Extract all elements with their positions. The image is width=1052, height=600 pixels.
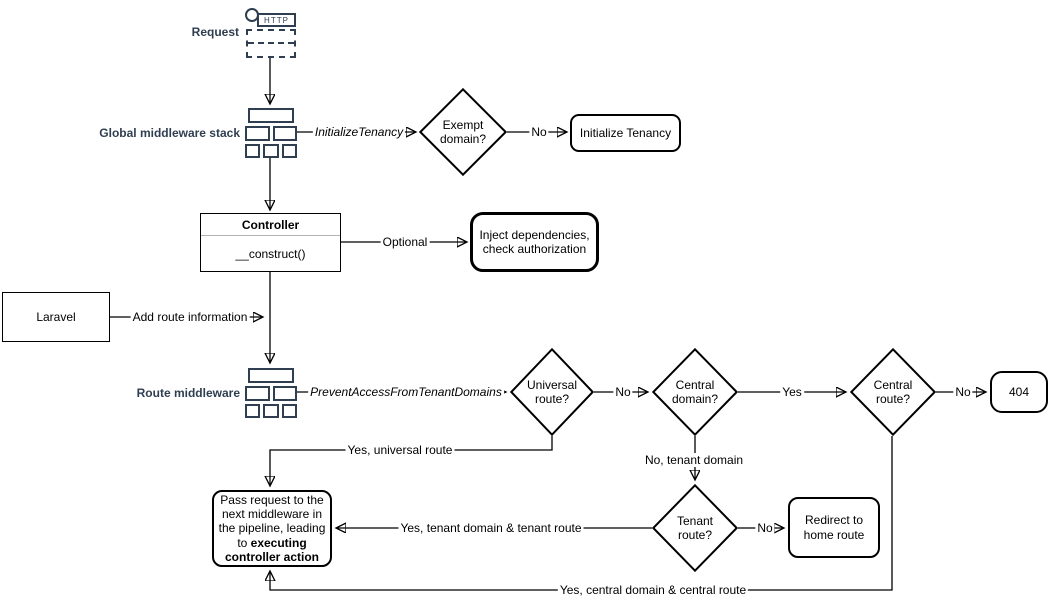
edge-label-add-route-information: Add route information xyxy=(130,310,250,324)
node-404: 404 xyxy=(990,371,1048,413)
controller-method: __construct() xyxy=(235,246,306,261)
edge-label-yes-universal-route: Yes, universal route xyxy=(345,443,455,457)
http-icon-label: HTTP xyxy=(257,13,296,27)
decision-exempt-domain: Exempt domain? xyxy=(419,88,507,176)
edge-label-no-tenant-domain: No, tenant domain xyxy=(642,453,746,467)
stack-cell xyxy=(245,126,270,141)
stack-cell xyxy=(272,386,297,401)
route-middleware-icon xyxy=(245,368,297,418)
edge-label-central-domain-yes: Yes xyxy=(780,385,804,399)
http-icon-body xyxy=(246,29,296,58)
http-icon-divider xyxy=(248,42,294,44)
stack-cell xyxy=(281,144,297,158)
node-controller: Controller __construct() xyxy=(200,213,341,272)
node-inject-dependencies: Inject dependencies, check authorization xyxy=(470,212,599,272)
pass-request-text-normal: Pass request to the next middleware in t… xyxy=(218,493,326,550)
stack-cell xyxy=(281,404,297,418)
edge-label-universal-no: No xyxy=(613,385,633,399)
decision-label: Tenant route? xyxy=(676,513,714,542)
decision-label: Central domain? xyxy=(671,377,719,406)
node-redirect-home-route: Redirect to home route xyxy=(788,497,880,558)
decision-label: Universal route? xyxy=(526,377,577,406)
stack-cell xyxy=(248,108,294,123)
node-pass-request: Pass request to the next middleware in t… xyxy=(212,490,332,567)
stack-cell xyxy=(263,404,279,418)
decision-central-route: Central route? xyxy=(850,348,936,436)
edge-label-prevent-access: PreventAccessFromTenantDomains xyxy=(308,385,504,399)
route-middleware-label: Route middleware xyxy=(136,386,240,400)
decision-label: Exempt domain? xyxy=(439,117,487,146)
stack-cell xyxy=(245,404,261,418)
edge-label-tenant-no: No xyxy=(755,521,775,535)
request-label: Request xyxy=(191,25,239,39)
global-middleware-stack-icon xyxy=(245,108,297,158)
decision-universal-route: Universal route? xyxy=(510,348,594,436)
stack-cell xyxy=(248,368,294,383)
node-initialize-tenancy: Initialize Tenancy xyxy=(570,114,681,152)
decision-tenant-route: Tenant route? xyxy=(652,484,738,572)
edge-label-central-route-no: No xyxy=(953,385,973,399)
pass-request-text-bold: executing controller action xyxy=(224,535,319,564)
edge-label-exempt-no: No xyxy=(529,125,549,139)
pass-request-text: Pass request to the next middleware in t… xyxy=(217,493,327,564)
edge-label-yes-tenant-domain-route: Yes, tenant domain & tenant route xyxy=(398,521,584,535)
http-request-icon: HTTP xyxy=(245,8,297,58)
stack-cell xyxy=(263,144,279,158)
decision-central-domain: Central domain? xyxy=(652,348,738,436)
edge-label-optional: Optional xyxy=(380,235,430,249)
controller-title: Controller xyxy=(201,214,340,236)
decision-label: Central route? xyxy=(873,377,913,406)
stack-cell xyxy=(245,386,270,401)
node-laravel: Laravel xyxy=(2,292,110,342)
stack-cell xyxy=(245,144,261,158)
edge-label-yes-central-domain-route: Yes, central domain & central route xyxy=(557,583,749,597)
edge-label-initialize-tenancy: InitializeTenancy xyxy=(312,125,406,139)
http-icon-circle xyxy=(245,8,259,22)
stack-cell xyxy=(272,126,297,141)
global-middleware-stack-label: Global middleware stack xyxy=(99,126,240,140)
